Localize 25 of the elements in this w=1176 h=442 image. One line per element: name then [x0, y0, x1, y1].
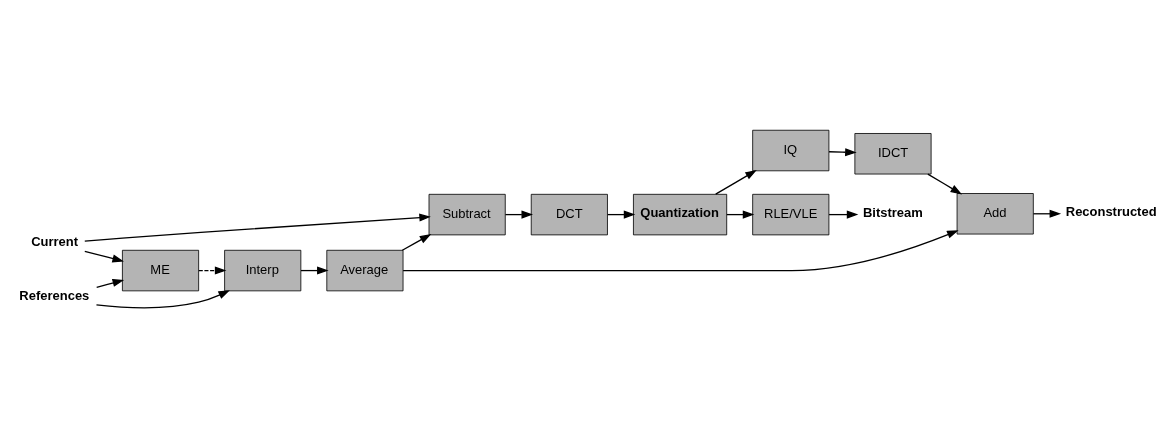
node-box: DCT: [530, 193, 608, 235]
arrow: [715, 169, 757, 195]
arrow: [401, 233, 432, 251]
node-box: RLE/VLE: [752, 193, 830, 235]
node-box: IDCT: [854, 132, 932, 174]
arrow: [828, 147, 857, 156]
arrow: [198, 266, 227, 275]
arrow: [828, 210, 859, 219]
arrow: [927, 172, 963, 194]
node-box: IQ: [752, 129, 830, 171]
node-box: Add: [956, 192, 1034, 234]
node-box: Quantization: [633, 193, 728, 235]
node-box: Average: [326, 249, 404, 291]
arrow: [84, 250, 124, 262]
node-text: Bitstream: [862, 204, 923, 220]
node-text: Current: [31, 233, 78, 249]
arrow: [84, 213, 431, 242]
node-text: Reconstructed: [1065, 203, 1157, 219]
node-box: ME: [122, 249, 200, 291]
arrow: [96, 278, 125, 288]
node-box: Interp: [224, 249, 302, 291]
node-text: References: [19, 287, 90, 303]
arrow: [95, 289, 230, 308]
node-box: Subtract: [428, 193, 506, 235]
arrow: [402, 229, 959, 271]
